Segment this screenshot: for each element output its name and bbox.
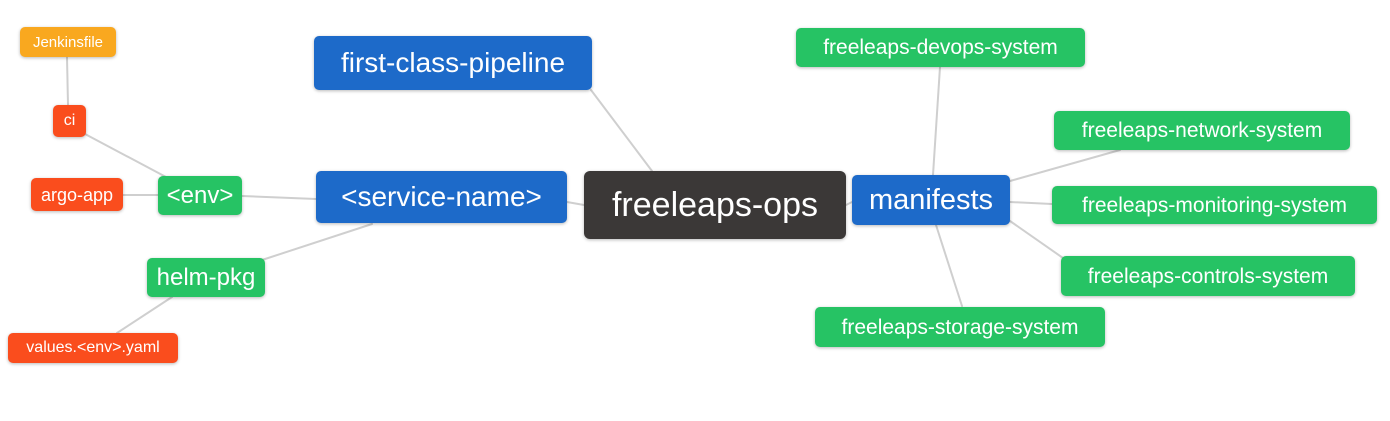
- edge-jenkinsfile-to-ci: [66, 56, 69, 106]
- mindmap-node-helm-pkg[interactable]: helm-pkg: [147, 258, 265, 297]
- mindmap-node-env[interactable]: <env>: [158, 176, 242, 215]
- edge-env-to-service-name: [241, 195, 317, 200]
- edge-helm-pkg-to-service-name: [261, 223, 373, 261]
- edge-values-env-yaml-to-helm-pkg: [116, 296, 173, 334]
- mindmap-node-freeleaps-monitoring-system[interactable]: freeleaps-monitoring-system: [1052, 186, 1377, 224]
- mindmap-node-freeleaps-controls-system[interactable]: freeleaps-controls-system: [1061, 256, 1355, 296]
- mindmap-node-values-env-yaml[interactable]: values.<env>.yaml: [8, 333, 178, 363]
- mindmap-node-freeleaps-network-system[interactable]: freeleaps-network-system: [1054, 111, 1350, 150]
- edge-ci-to-env: [84, 133, 167, 178]
- edge-service-name-to-freeleaps-ops: [566, 201, 585, 206]
- mindmap-node-freeleaps-storage-system[interactable]: freeleaps-storage-system: [815, 307, 1105, 347]
- edge-manifests-to-freeleaps-storage-system: [935, 224, 963, 307]
- mindmap-node-jenkinsfile[interactable]: Jenkinsfile: [20, 27, 116, 57]
- mindmap-node-first-class-pipeline[interactable]: first-class-pipeline: [314, 36, 592, 90]
- edge-manifests-to-freeleaps-devops-system: [932, 66, 941, 176]
- mindmap-node-freeleaps-ops[interactable]: freeleaps-ops: [584, 171, 846, 239]
- edge-manifests-to-freeleaps-network-system: [1009, 149, 1121, 182]
- mindmap-node-argo-app[interactable]: argo-app: [31, 178, 123, 211]
- mindmap-node-ci[interactable]: ci: [53, 105, 86, 137]
- edge-manifests-to-freeleaps-monitoring-system: [1009, 201, 1053, 205]
- edge-first-class-pipeline-to-freeleaps-ops: [590, 89, 653, 172]
- edge-manifests-to-freeleaps-controls-system: [1009, 220, 1064, 259]
- mindmap-node-manifests[interactable]: manifests: [852, 175, 1010, 225]
- mindmap-node-freeleaps-devops-system[interactable]: freeleaps-devops-system: [796, 28, 1085, 67]
- mindmap-node-service-name[interactable]: <service-name>: [316, 171, 567, 223]
